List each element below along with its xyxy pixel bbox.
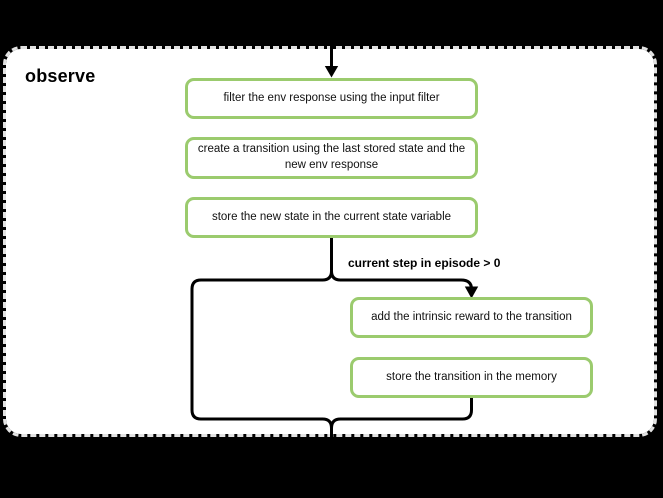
node-store-new-state: store the new state in the current state… [185, 197, 478, 238]
panel-title: observe [25, 66, 96, 86]
node-label: store the new state in the current state… [211, 210, 452, 223]
node-create-transition: create a transition using the last store… [185, 137, 478, 179]
node-label: filter the env response using the input … [223, 91, 440, 104]
node-store-transition: store the transition in the memory [350, 357, 593, 398]
node-filter-env-response: filter the env response using the input … [185, 78, 478, 119]
node-label: create a transition using the last store… [197, 143, 466, 171]
node-label: add the intrinsic reward to the transiti… [371, 310, 572, 323]
node-add-intrinsic-reward: add the intrinsic reward to the transiti… [350, 297, 593, 338]
node-label: store the transition in the memory [386, 370, 557, 383]
condition-label: current step in episode > 0 [348, 256, 501, 270]
